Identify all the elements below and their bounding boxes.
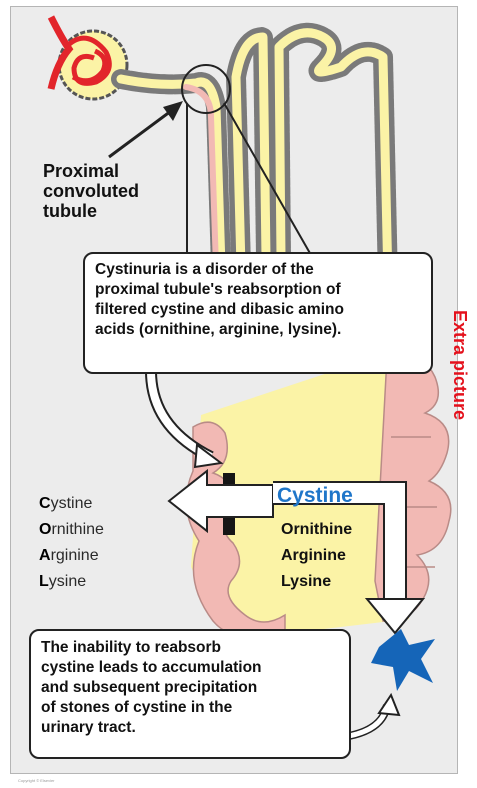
callout-line: filtered cystine and dibasic amino: [95, 300, 421, 320]
amino-acid-list-lumen: Ornithine Arginine Lysine: [281, 517, 352, 595]
callout-line: cystine leads to accumulation: [41, 658, 339, 678]
stone-formation-callout: The inability to reabsorb cystine leads …: [29, 629, 351, 759]
amino-acid-item: Ornithine: [39, 517, 104, 543]
amino-acid-item: Lysine: [39, 569, 104, 595]
pointer-arrow-head: [163, 101, 183, 121]
amino-acid-item: Cystine: [39, 491, 104, 517]
cystine-stone: [371, 629, 435, 691]
copyright-credit: Copyright © Elsevier: [18, 778, 55, 783]
callout-line: urinary tract.: [41, 718, 339, 738]
proximal-label-line: Proximal: [43, 161, 139, 181]
amino-acid-list-outside: Cystine Ornithine Arginine Lysine: [39, 491, 104, 595]
lumen-amino-acid: Lysine: [281, 569, 352, 595]
lumen-amino-acid: Arginine: [281, 543, 352, 569]
callout-line: and subsequent precipitation: [41, 678, 339, 698]
callout-line: acids (ornithine, arginine, lysine).: [95, 320, 421, 340]
proximal-tubule-label: Proximal convoluted tubule: [43, 161, 139, 221]
proximal-label-line: convoluted: [43, 181, 139, 201]
lumen-amino-acid: Ornithine: [281, 517, 352, 543]
callout-line: The inability to reabsorb: [41, 638, 339, 658]
callout-line: Cystinuria is a disorder of the: [95, 260, 421, 280]
lumen-cystine-label: Cystine: [277, 484, 353, 508]
proximal-label-line: tubule: [43, 201, 139, 221]
cystinuria-callout: Cystinuria is a disorder of the proximal…: [83, 252, 433, 374]
figure-panel: Proximal convoluted tubule Cystinuria is…: [10, 6, 458, 774]
callout-line: proximal tubule's reabsorption of: [95, 280, 421, 300]
pointer-arrow-line: [109, 111, 171, 157]
extra-picture-label: Extra picture: [449, 310, 470, 420]
amino-acid-item: Arginine: [39, 543, 104, 569]
callout-line: of stones of cystine in the: [41, 698, 339, 718]
